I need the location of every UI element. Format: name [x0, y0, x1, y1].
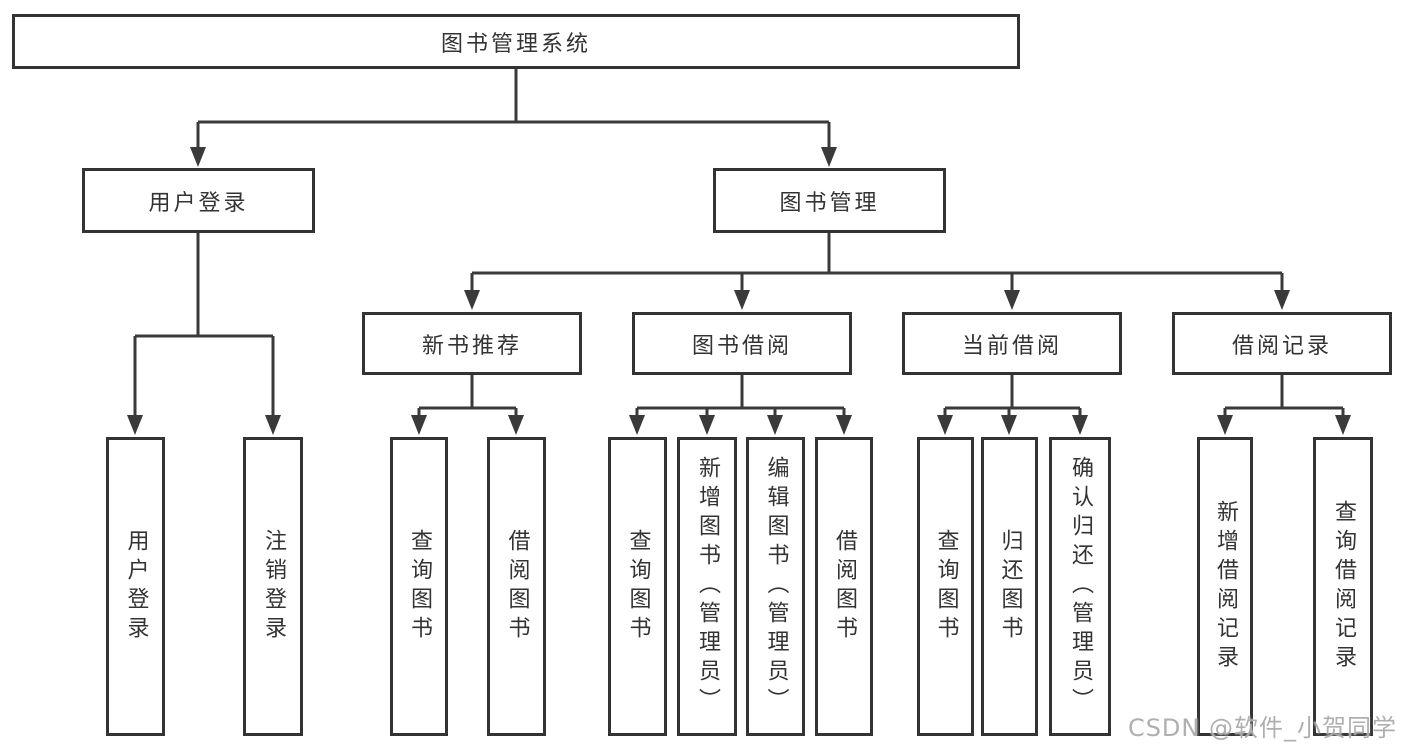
node-new-book-recommendation: 新书推荐 — [362, 312, 582, 375]
connector-currentborrow-to-leaves — [937, 375, 1088, 435]
node-label: 注销登录 — [261, 528, 286, 645]
connector-borrowrecords-to-leaves — [1217, 375, 1351, 435]
node-label: 借阅图书 — [504, 528, 530, 645]
node-book-borrowing: 图书借阅 — [632, 312, 852, 375]
node-label: 查询图书 — [933, 528, 959, 645]
node-label: 图书借阅 — [691, 333, 792, 359]
leaf-borrow-books: 借阅图书 — [815, 437, 873, 736]
node-label: 借阅图书 — [832, 528, 857, 645]
leaf-edit-book-admin: 编辑图书（管理员） — [746, 437, 805, 736]
node-label: 新书推荐 — [421, 333, 522, 359]
leaf-logout: 注销登录 — [243, 437, 303, 736]
node-label: 用户登录 — [123, 528, 149, 645]
node-current-borrowing: 当前借阅 — [902, 312, 1122, 375]
connector-userlogin-to-leaves — [127, 233, 281, 435]
csdn-watermark: CSDN @软件_小贺同学 — [1127, 714, 1397, 742]
node-label: 归还图书 — [997, 528, 1023, 645]
node-label: 当前借阅 — [961, 333, 1062, 359]
node-label: 查询借阅记录 — [1331, 499, 1356, 674]
node-user-login: 用户登录 — [82, 168, 315, 233]
node-label: 新增图书（管理员） — [695, 456, 720, 717]
node-label: 用户登录 — [148, 190, 249, 216]
leaf-user-login: 用户登录 — [106, 437, 165, 736]
leaf-query-books: 查询图书 — [608, 437, 667, 736]
connector-root-to-level2 — [190, 69, 837, 167]
leaf-return-books: 归还图书 — [981, 437, 1038, 736]
leaf-add-borrow-record: 新增借阅记录 — [1197, 437, 1253, 736]
leaf-query-books: 查询图书 — [917, 437, 974, 736]
node-label: 查询图书 — [625, 528, 651, 645]
node-label: 编辑图书（管理员） — [763, 456, 789, 717]
node-label: 新增借阅记录 — [1213, 499, 1238, 674]
node-borrowing-records: 借阅记录 — [1172, 312, 1392, 375]
node-library-management-system: 图书管理系统 — [12, 14, 1020, 69]
leaf-borrow-books: 借阅图书 — [487, 437, 546, 736]
leaf-query-books: 查询图书 — [390, 437, 448, 736]
leaf-confirm-return-admin: 确认归还（管理员） — [1049, 437, 1111, 736]
connector-bookborrow-to-leaves — [629, 375, 852, 435]
node-book-management: 图书管理 — [713, 168, 946, 233]
leaf-add-book-admin: 新增图书（管理员） — [677, 437, 737, 736]
node-label: 图书管理系统 — [440, 31, 591, 57]
node-label: 借阅记录 — [1231, 333, 1332, 359]
connector-bookmgmt-to-level3 — [464, 233, 1290, 310]
node-label: 确认归还（管理员） — [1068, 456, 1093, 717]
connector-newbook-to-leaves — [411, 375, 524, 435]
node-label: 图书管理 — [779, 190, 880, 216]
node-label: 查询图书 — [407, 528, 432, 645]
leaf-query-borrow-record: 查询借阅记录 — [1313, 437, 1373, 736]
